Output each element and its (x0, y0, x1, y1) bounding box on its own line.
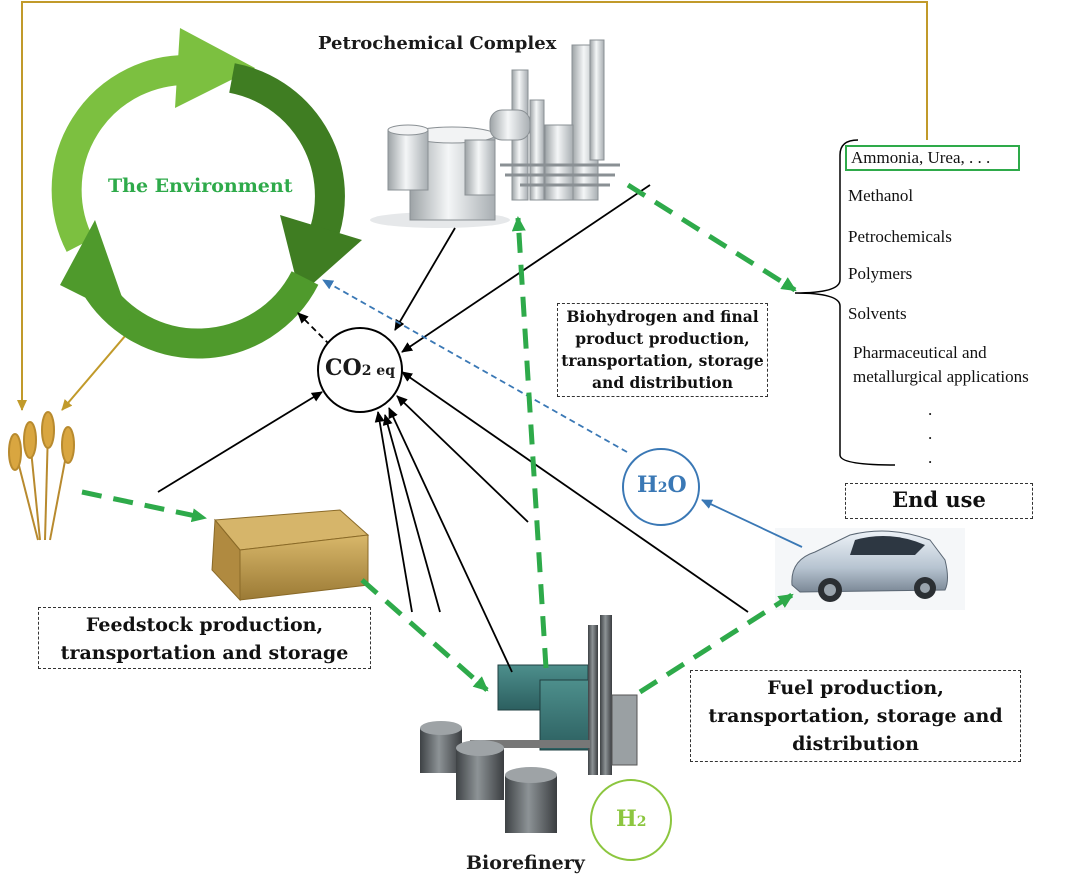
end-use-item-metallurgical: metallurgical applications (853, 367, 1029, 386)
environment-cycle-icon (51, 28, 362, 359)
h2o-o: O (667, 472, 687, 498)
biohydrogen-line-1: Biohydrogen and final (566, 307, 759, 326)
end-use-ellipsis-3: . (928, 448, 933, 467)
feedstock-line-2: transportation and storage (60, 642, 349, 664)
biohydrogen-line-4: and distribution (592, 373, 733, 392)
end-use-item-pharmaceutical: Pharmaceutical and (853, 343, 987, 362)
h2-node (590, 779, 672, 861)
end-use-box: End use (845, 483, 1033, 519)
co2-main: CO (325, 355, 362, 381)
end-use-item-solvents: Solvents (848, 304, 907, 323)
car-icon (775, 528, 965, 610)
co2-node (317, 327, 403, 413)
feedstock-box: Feedstock production, transportation and… (38, 607, 371, 669)
biohydrogen-line-3: transportation, storage (561, 351, 764, 370)
end-use-item-petrochemicals: Petrochemicals (848, 227, 952, 246)
end-use-ellipsis-1: . (928, 400, 933, 419)
h2o-h: H (637, 472, 658, 498)
environment-label: The Environment (108, 175, 293, 197)
biorefinery-label: Biorefinery (466, 852, 585, 874)
end-use-brace (794, 139, 896, 466)
fuel-line-3: distribution (792, 733, 919, 755)
end-use-item-polymers: Polymers (848, 264, 913, 283)
h2-label: H2 (616, 806, 647, 832)
emission-arrows (157, 184, 749, 673)
end-use-ellipsis-2: . (928, 424, 933, 443)
h2-h: H (616, 806, 637, 832)
biorefinery-icon (420, 615, 638, 833)
end-use-item-ammonia: Ammonia, Urea, . . . (845, 145, 1020, 171)
co2-sub: 2 eq (361, 363, 395, 379)
h2o-node (622, 448, 700, 526)
fuel-box: Fuel production, transportation, storage… (690, 670, 1021, 762)
petrochemical-complex-icon (370, 39, 620, 228)
process-flow-arrows (81, 182, 797, 695)
h2o-sub: 2 (657, 480, 668, 496)
biohydrogen-box: Biohydrogen and final product production… (557, 303, 768, 397)
end-use-item-methanol: Methanol (848, 186, 914, 205)
wheat-icon (8, 411, 75, 541)
h2-sub: 2 (636, 814, 647, 830)
fuel-line-1: Fuel production, (767, 677, 944, 699)
co2-label: CO2 eq (325, 355, 395, 381)
hay-bale-icon (211, 509, 370, 602)
petrochemical-complex-label: Petrochemical Complex (318, 33, 557, 54)
end-use-label: End use (892, 487, 986, 512)
fuel-line-2: transportation, storage and (708, 705, 1003, 727)
feedstock-line-1: Feedstock production, (85, 614, 324, 636)
biohydrogen-line-2: product production, (575, 329, 750, 348)
h2o-label: H2O (637, 472, 687, 498)
water-arrows (322, 279, 803, 548)
